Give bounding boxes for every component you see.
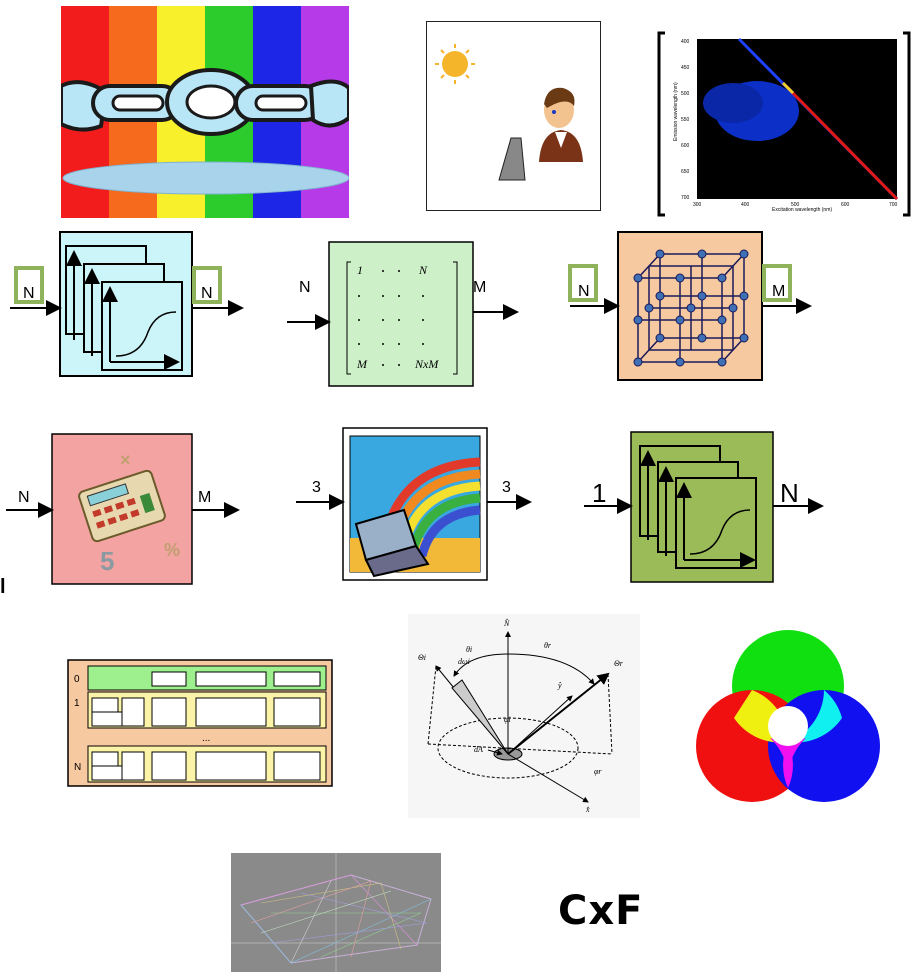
x-tick: 700 bbox=[889, 202, 898, 208]
sample-shape bbox=[498, 137, 526, 181]
output-label: M bbox=[473, 279, 486, 296]
d-omega-label: dωi bbox=[458, 657, 470, 666]
matrix-bottom-left: M bbox=[356, 357, 368, 371]
excitation-emission-plot: Emission wavelength (nm) Excitation wave… bbox=[657, 31, 911, 217]
x-axis-label: Excitation wavelength (nm) bbox=[772, 207, 832, 213]
y-tick: 700 bbox=[681, 195, 690, 201]
x-tick: 400 bbox=[741, 202, 750, 208]
da-label: dA bbox=[474, 745, 483, 754]
row-index-label: 0 bbox=[74, 674, 80, 685]
output-label: M bbox=[772, 283, 785, 300]
y-tick: 600 bbox=[681, 143, 690, 149]
row-index-label: 1 bbox=[74, 698, 80, 709]
observer-icon bbox=[539, 87, 583, 162]
y-axis-label: Emission wavelength (nm) bbox=[673, 82, 679, 141]
y-tick: 500 bbox=[681, 91, 690, 97]
output-label: M bbox=[198, 489, 211, 506]
y-tick: 550 bbox=[681, 117, 690, 123]
cxf-label: CxF bbox=[558, 888, 644, 934]
viewing-scene-image bbox=[426, 21, 601, 211]
matrix-top-right: N bbox=[418, 263, 428, 277]
calculator-icon bbox=[78, 469, 166, 543]
svg-text:5: 5 bbox=[100, 546, 114, 576]
input-label: N bbox=[18, 489, 30, 506]
lut3d-block: N M bbox=[560, 230, 820, 385]
svg-text:%: % bbox=[164, 540, 180, 560]
rainbow-chain-image bbox=[61, 6, 349, 218]
x-tick: 600 bbox=[841, 202, 850, 208]
omega-r-label: Θr bbox=[614, 659, 624, 668]
input-label: 3 bbox=[312, 479, 321, 496]
phi-r-label: φr bbox=[594, 767, 602, 776]
curve-block-olive: 1 N bbox=[580, 430, 830, 590]
output-label: 3 bbox=[502, 479, 511, 496]
matrix-block: N M 1 N M NxM bbox=[285, 240, 525, 390]
input-label: N bbox=[578, 283, 590, 300]
y-tick: 650 bbox=[681, 169, 690, 175]
normal-label: N̂ bbox=[503, 618, 510, 628]
input-label: N bbox=[299, 279, 311, 296]
theta-r-label: θr bbox=[544, 641, 552, 650]
calculator-block: N M 5 × % bbox=[0, 430, 250, 590]
stray-text: l bbox=[0, 576, 6, 598]
ellipsis: ... bbox=[202, 733, 210, 744]
gamut-3d-plot bbox=[231, 853, 441, 972]
output-label: N bbox=[780, 478, 799, 508]
sun-icon bbox=[435, 44, 475, 84]
phi-i-label: φi bbox=[504, 715, 511, 724]
matrix-bottom-right: NxM bbox=[414, 357, 439, 371]
brdf-geometry-diagram: N̂ Θi Θr θi θr dωi φi φr ŷ x̂ dA bbox=[408, 614, 640, 818]
matrix-top-left: 1 bbox=[357, 263, 363, 277]
table-structure-diagram: 0 1 N ... bbox=[66, 658, 336, 788]
omega-i-label: Θi bbox=[418, 653, 426, 662]
row-index-label: N bbox=[74, 762, 81, 773]
x-axis-label: x̂ bbox=[585, 805, 590, 814]
y-tick: 450 bbox=[681, 65, 690, 71]
computer-block: 3 3 bbox=[292, 426, 532, 582]
y-tick: 400 bbox=[681, 39, 690, 45]
y-axis-label: ŷ bbox=[557, 681, 562, 690]
input-label: 1 bbox=[592, 478, 606, 508]
x-tick: 500 bbox=[791, 202, 800, 208]
svg-text:×: × bbox=[120, 450, 131, 470]
input-label: N bbox=[23, 285, 35, 302]
rgb-additive-venn bbox=[690, 618, 886, 814]
laptop-icon bbox=[354, 508, 430, 578]
curve-lut-block: N N bbox=[0, 230, 250, 390]
theta-i-label: θi bbox=[466, 645, 472, 654]
x-tick: 300 bbox=[693, 202, 702, 208]
output-label: N bbox=[201, 285, 213, 302]
